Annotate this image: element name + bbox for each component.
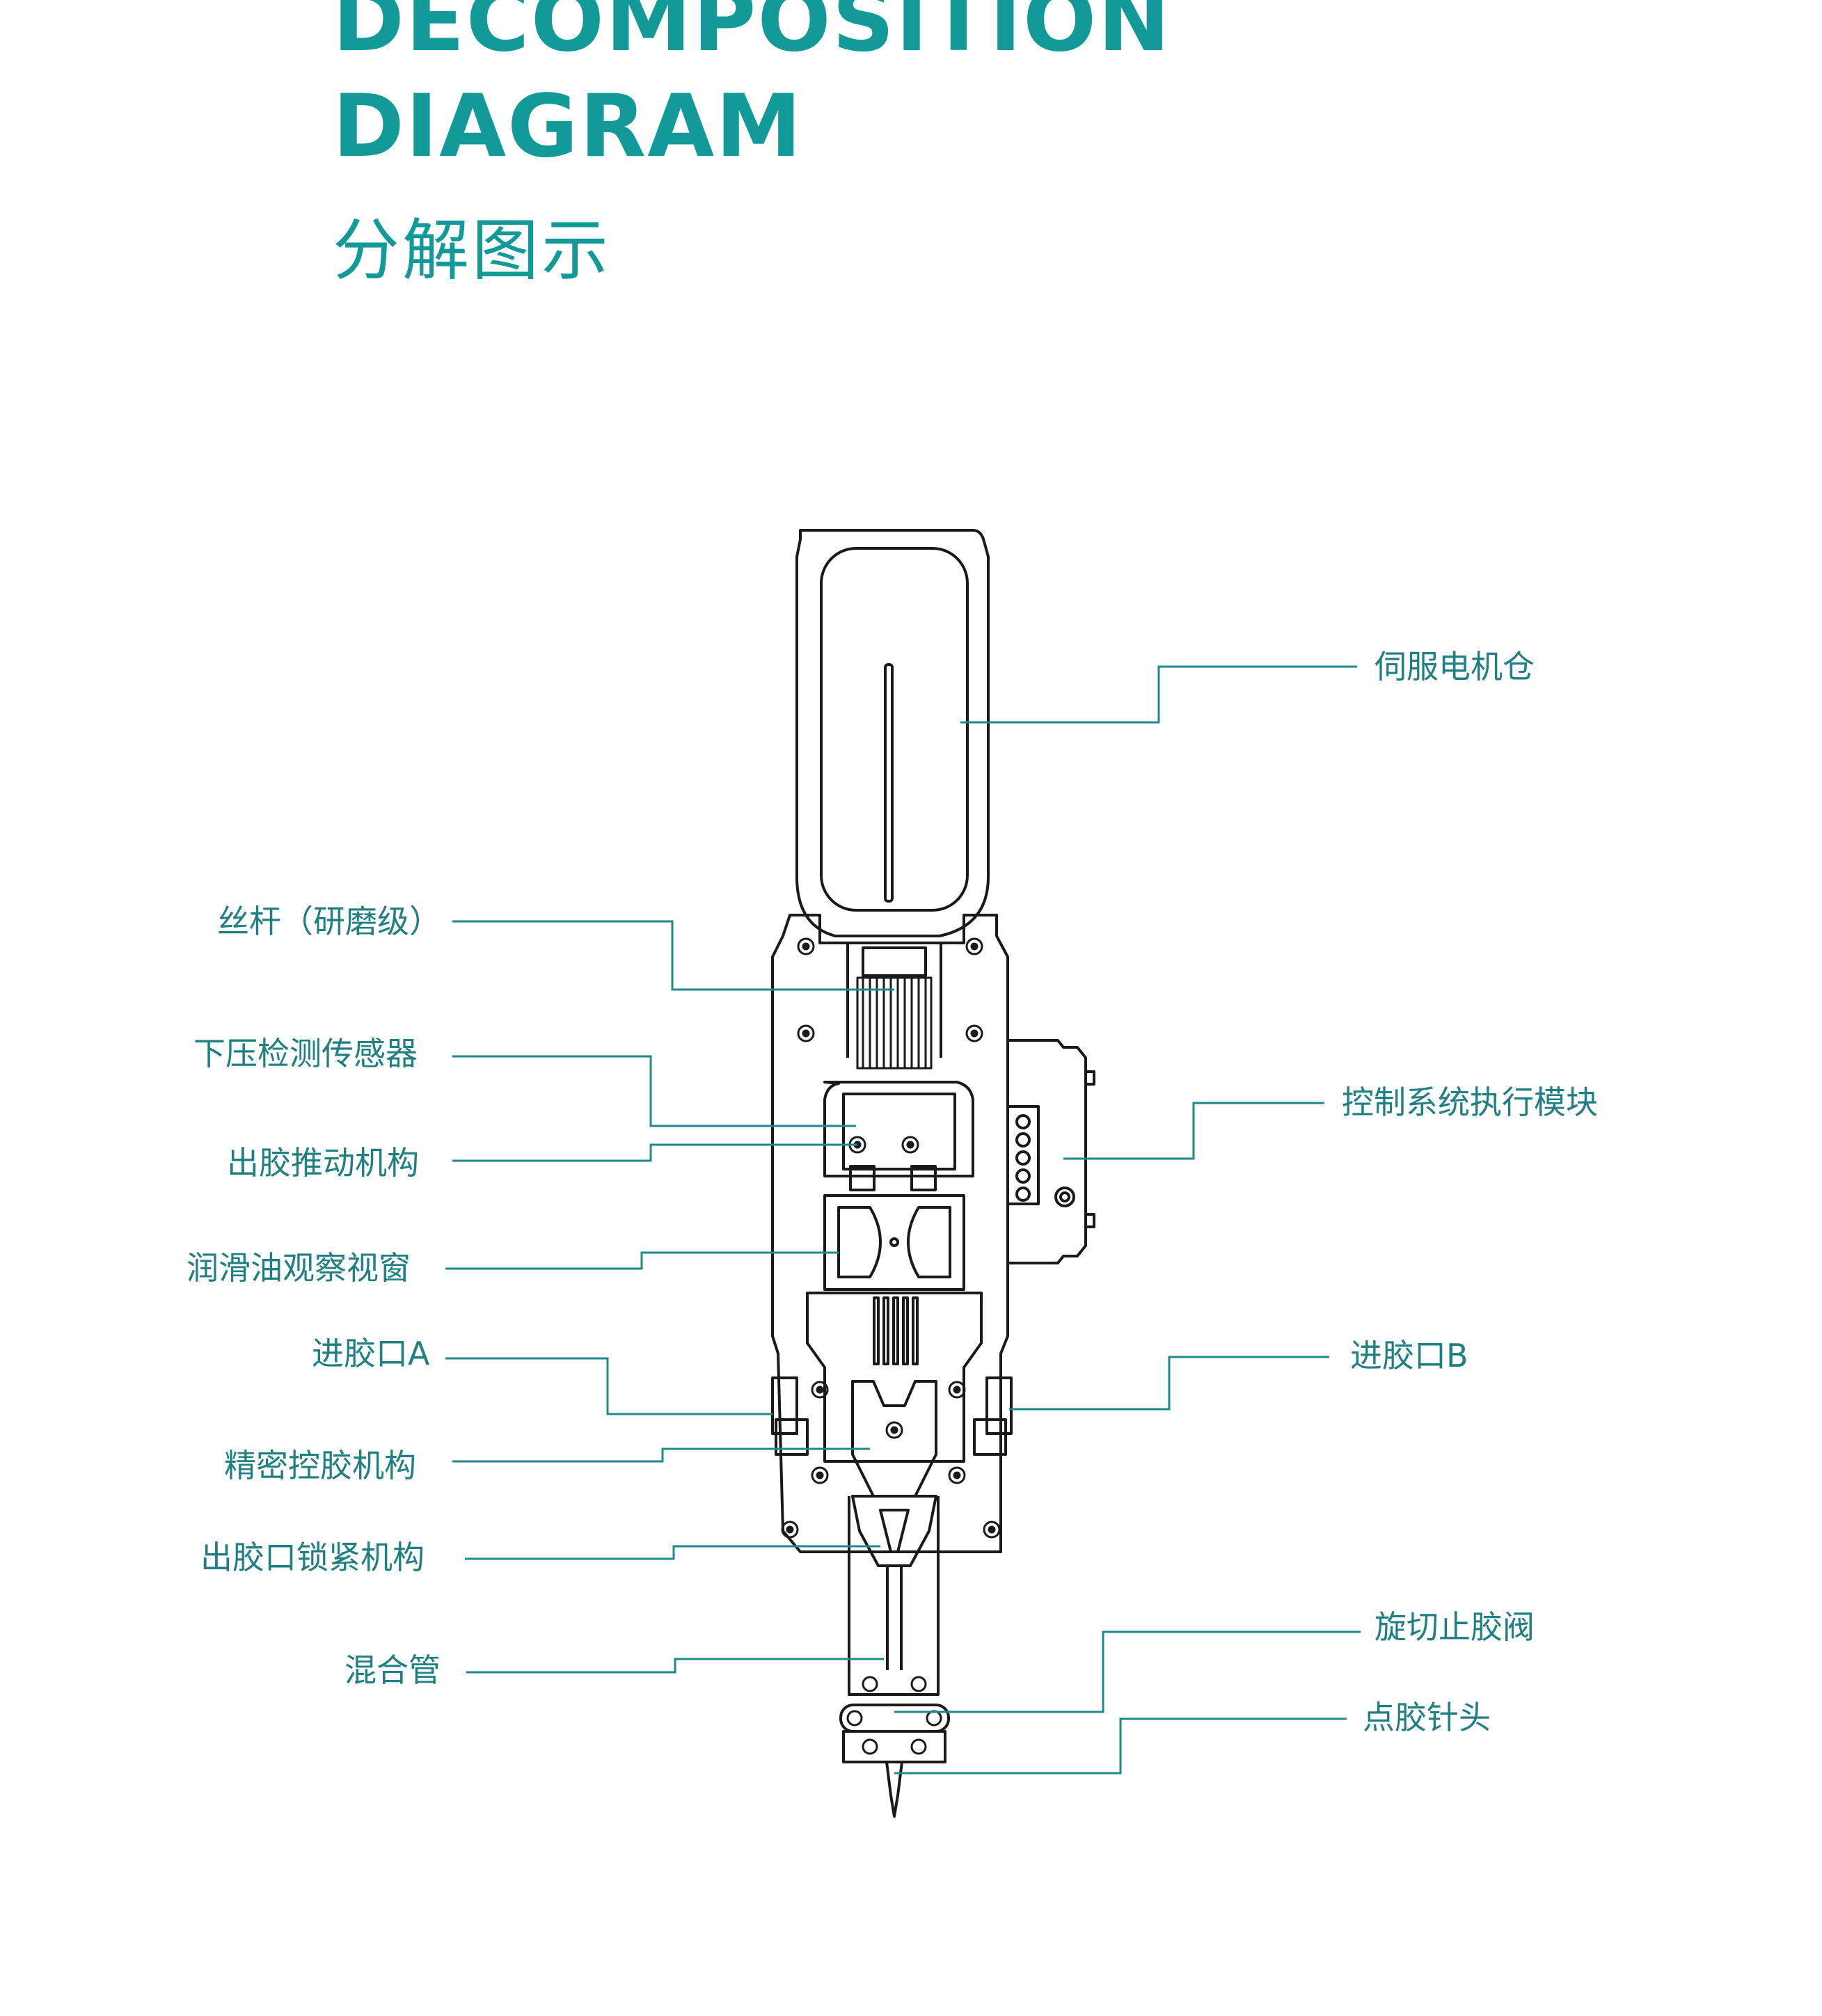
- servo-motor-housing: [795, 529, 990, 937]
- control-module: [1006, 1039, 1095, 1264]
- inlet-b-fitting: [973, 1376, 1013, 1456]
- leader-servo-motor-bay: [960, 665, 1357, 724]
- push-mechanism-block: [823, 1081, 974, 1191]
- label-precision-control: 精密控胶机构: [224, 1447, 416, 1484]
- needle-block: [842, 1730, 946, 1818]
- leader-inlet-a: [445, 1357, 773, 1415]
- leader-dispense-push: [452, 1143, 857, 1162]
- label-lead-screw: 丝杆（研磨级）: [217, 903, 441, 940]
- leader-outlet-lock: [465, 1545, 880, 1560]
- leader-press-sensor: [452, 1055, 856, 1127]
- vent-block: [806, 1292, 983, 1463]
- title-line-1: DECOMPOSITION: [333, 0, 1172, 71]
- main-body-frame: [771, 914, 1009, 1553]
- leader-needle: [894, 1717, 1347, 1775]
- label-inlet-b: 进胶口B: [1350, 1337, 1468, 1374]
- label-lube-window: 润滑油观察视窗: [187, 1249, 411, 1287]
- subtitle: 分解图示: [333, 212, 611, 289]
- label-control-module: 控制系统执行模块: [1342, 1084, 1598, 1121]
- mixing-tube-housing: [848, 1496, 940, 1696]
- label-servo-motor-bay: 伺服电机仓: [1375, 648, 1535, 685]
- leader-precision-control: [452, 1447, 870, 1463]
- rotary-valve: [839, 1704, 950, 1733]
- leader-inlet-b: [1009, 1356, 1329, 1411]
- label-mixing-tube: 混合管: [344, 1651, 441, 1689]
- precision-control-block: [851, 1380, 937, 1498]
- dispenser-drawing: [771, 529, 1095, 1818]
- leader-lube-window: [445, 1251, 839, 1270]
- leader-lines: [445, 665, 1361, 1775]
- title-line-2: DIAGRAM: [333, 77, 803, 177]
- outlet-lock: [851, 1495, 937, 1567]
- label-inlet-a: 进胶口A: [312, 1335, 430, 1372]
- leader-control-module: [1063, 1102, 1324, 1160]
- inlet-a-fitting: [771, 1376, 809, 1456]
- leader-mixing-tube: [466, 1658, 884, 1674]
- label-rotary-valve: 旋切止胶阀: [1375, 1608, 1535, 1646]
- leader-lead-screw: [452, 920, 894, 991]
- label-needle: 点胶针头: [1363, 1699, 1491, 1736]
- label-dispense-push: 出胶推动机构: [227, 1144, 419, 1182]
- label-press-sensor: 下压检测传感器: [193, 1035, 418, 1072]
- lube-window: [823, 1194, 965, 1291]
- lead-screw: [856, 976, 933, 1070]
- frame-bolts: [781, 937, 1001, 1755]
- label-outlet-lock: 出胶口锁紧机构: [200, 1539, 425, 1576]
- leader-rotary-valve: [894, 1630, 1361, 1713]
